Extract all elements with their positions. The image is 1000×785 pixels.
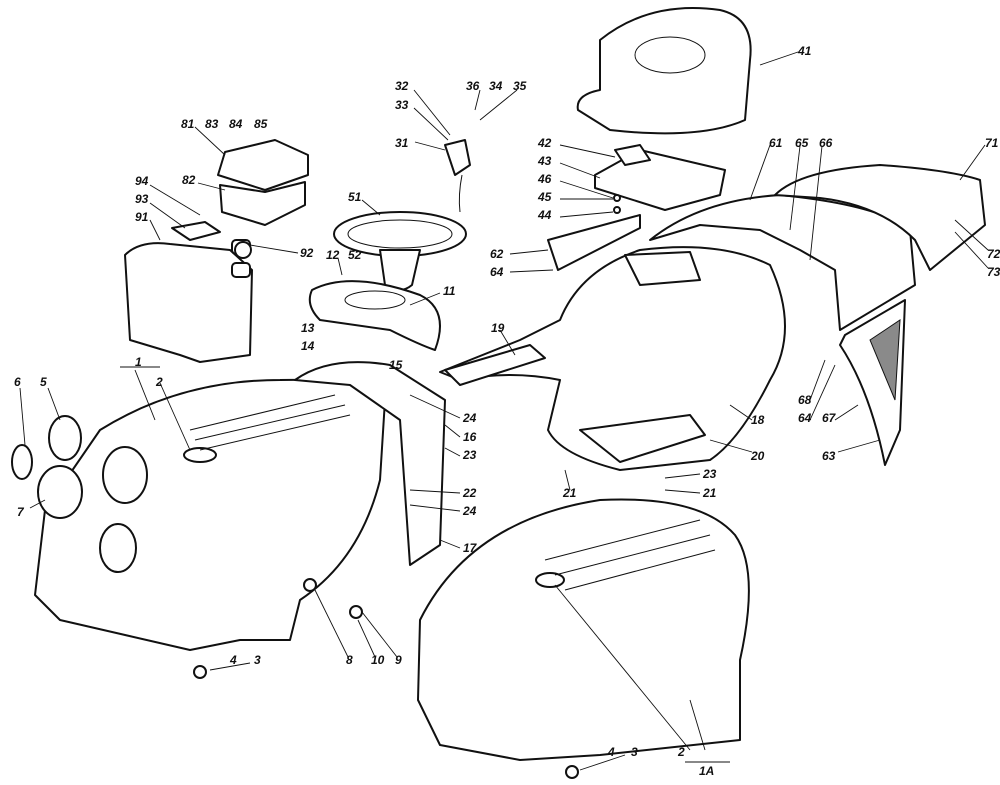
label-18: 18 [751, 413, 765, 427]
label-13: 13 [301, 321, 315, 335]
label-4-rear: 4 [607, 745, 615, 759]
label-23-right: 23 [702, 467, 717, 481]
label-52: 52 [348, 248, 362, 262]
label-20: 20 [750, 449, 765, 463]
label-44: 44 [537, 208, 552, 222]
label-22: 22 [462, 486, 477, 500]
label-81: 81 [181, 117, 195, 131]
leader-lines [19, 51, 989, 771]
label-67: 67 [822, 411, 837, 425]
label-3-rear: 3 [631, 745, 638, 759]
label-21-left: 21 [562, 486, 577, 500]
dashboard [308, 280, 441, 351]
label-82: 82 [182, 173, 196, 187]
label-93: 93 [135, 192, 149, 206]
label-84: 84 [229, 117, 243, 131]
label-2-rear: 2 [677, 745, 685, 759]
label-35: 35 [513, 79, 527, 93]
label-1: 1 [135, 355, 142, 369]
label-4-front: 4 [229, 653, 237, 667]
dash-panel [294, 361, 446, 566]
label-51: 51 [348, 190, 362, 204]
throttle-lever [444, 139, 471, 176]
label-7: 7 [17, 505, 25, 519]
label-46: 46 [537, 172, 552, 186]
label-11: 11 [443, 284, 456, 298]
label-92: 92 [300, 246, 314, 260]
label-85: 85 [254, 117, 268, 131]
label-19: 19 [491, 321, 505, 335]
label-9: 9 [395, 653, 402, 667]
label-42: 42 [537, 136, 552, 150]
label-72: 72 [987, 247, 1000, 261]
label-12: 12 [326, 248, 340, 262]
label-71: 71 [985, 136, 999, 150]
label-21-right: 21 [702, 486, 717, 500]
label-10: 10 [371, 653, 385, 667]
label-61: 61 [769, 136, 783, 150]
label-24-lower: 24 [462, 504, 477, 518]
label-34: 34 [489, 79, 503, 93]
label-83: 83 [205, 117, 219, 131]
label-3-front: 3 [254, 653, 261, 667]
label-73: 73 [987, 265, 1000, 279]
label-64: 64 [490, 265, 504, 279]
label-62: 62 [490, 247, 504, 261]
label-36: 36 [466, 79, 480, 93]
label-32: 32 [395, 79, 409, 93]
label-14: 14 [301, 339, 315, 353]
label-65: 65 [795, 136, 809, 150]
seat-plate [594, 144, 726, 214]
battery-box [171, 139, 309, 241]
part-labels: 41 32 33 36 34 35 31 81 83 84 85 82 94 9… [14, 44, 1000, 778]
label-17: 17 [463, 541, 478, 555]
label-1A: 1A [699, 764, 714, 778]
label-16: 16 [463, 430, 477, 444]
fasteners [193, 241, 579, 779]
label-24-upper: 24 [462, 411, 477, 425]
label-68: 68 [798, 393, 812, 407]
label-94: 94 [135, 174, 149, 188]
headlights [11, 415, 148, 519]
label-91: 91 [135, 210, 149, 224]
label-2-front: 2 [155, 375, 163, 389]
label-33: 33 [395, 98, 409, 112]
rear-hood [417, 498, 750, 761]
label-64-rear: 64 [798, 411, 812, 425]
label-41: 41 [797, 44, 812, 58]
label-45: 45 [537, 190, 552, 204]
label-63: 63 [822, 449, 836, 463]
label-8: 8 [346, 653, 353, 667]
seat [576, 7, 752, 135]
label-15: 15 [389, 358, 403, 372]
rear-fender [547, 164, 986, 466]
label-6: 6 [14, 375, 21, 389]
label-23-left: 23 [462, 448, 477, 462]
main-body [439, 246, 786, 471]
label-5: 5 [40, 375, 47, 389]
front-hood [34, 378, 386, 651]
label-31: 31 [395, 136, 409, 150]
label-66: 66 [819, 136, 833, 150]
label-43: 43 [537, 154, 552, 168]
throttle-cable [458, 174, 463, 213]
fuel-tank [124, 239, 253, 363]
